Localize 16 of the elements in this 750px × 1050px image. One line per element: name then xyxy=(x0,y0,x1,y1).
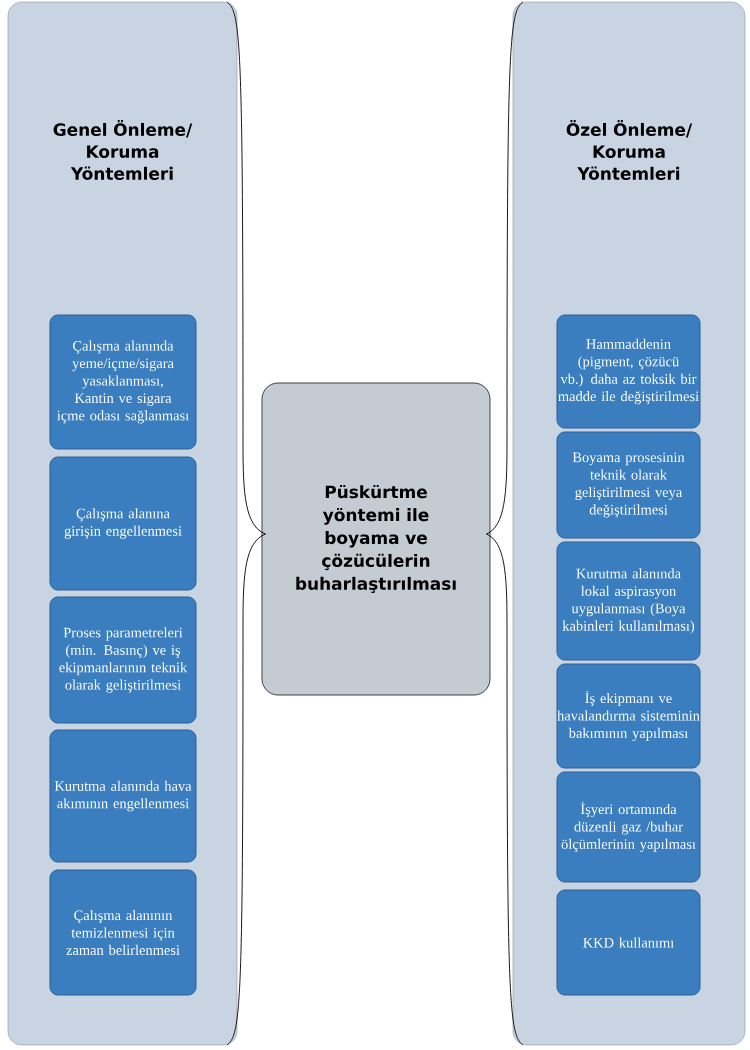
measure-box: İş ekipmanı ve havalandırma sisteminin bakımının yapılması xyxy=(556,663,701,769)
topic-box: Püskürtme yöntemi ile boyama ve çözücülerin buharlaştırılması xyxy=(261,382,491,696)
measure-box: İşyeri ortamında düzenli gaz /buhar ölçümlerinin yapılması xyxy=(556,771,701,883)
measure-box: Çalışma alanında yeme/içme/sigara yasaklanması, Kantin ve sigara içme odası sağlanması xyxy=(49,314,197,450)
measure-box: Proses parametreleri (min. Basınç) ve iş ekipmanlarının teknik olarak geliştirilmesi xyxy=(49,596,197,724)
brace xyxy=(226,1,266,1046)
measure-box: Çalışma alanının temizlenmesi için zaman belirlenmesi xyxy=(49,869,197,996)
measure-box: Çalışma alanına girişin engellenmesi xyxy=(49,456,197,591)
measure-box: KKD kullanımı xyxy=(556,889,701,996)
measure-box: Kurutma alanında hava akımının engellenmesi xyxy=(49,729,197,863)
measure-box: Boyama prosesinin teknik olarak geliştirilmesi veya değiştirilmesi xyxy=(556,431,701,539)
panel-heading: Özel Önleme/ Koruma Yöntemleri xyxy=(566,120,693,180)
measure-box: Hammaddenin (pigment, çözücü vb.) daha az toksik bir madde ile değiştirilmesi xyxy=(556,314,701,429)
panel-heading: Genel Önleme/ Koruma Yöntemleri xyxy=(53,120,193,180)
brace xyxy=(486,1,524,1046)
measure-box: Kurutma alanında lokal aspirasyon uygulanması (Boya kabinleri kullanılması) xyxy=(556,541,701,661)
